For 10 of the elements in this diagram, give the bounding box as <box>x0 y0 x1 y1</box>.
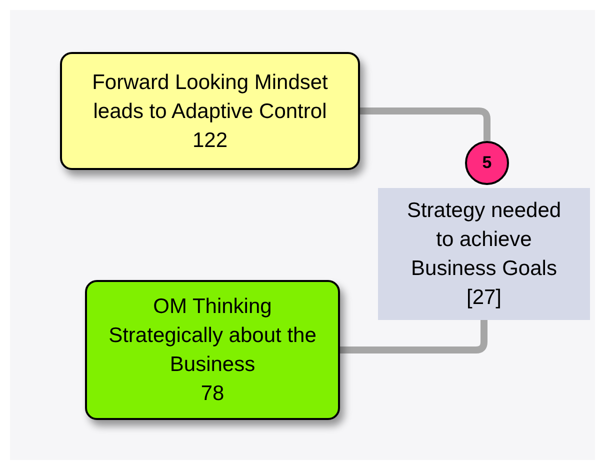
box-number: 122 <box>192 128 228 154</box>
process-box <box>85 280 340 420</box>
box-title: Strategy needed to achieve Business Goals <box>406 198 562 282</box>
number-label: 5 <box>482 152 492 174</box>
box-title: Forward Looking Mindset leads to Adaptive Control <box>91 70 329 124</box>
box-number: [27] <box>466 285 502 311</box>
box-title: OM Thinking Strategically about the Business <box>108 294 318 378</box>
process-box <box>60 52 360 170</box>
note-box <box>378 188 590 320</box>
box-number: 78 <box>200 381 224 407</box>
